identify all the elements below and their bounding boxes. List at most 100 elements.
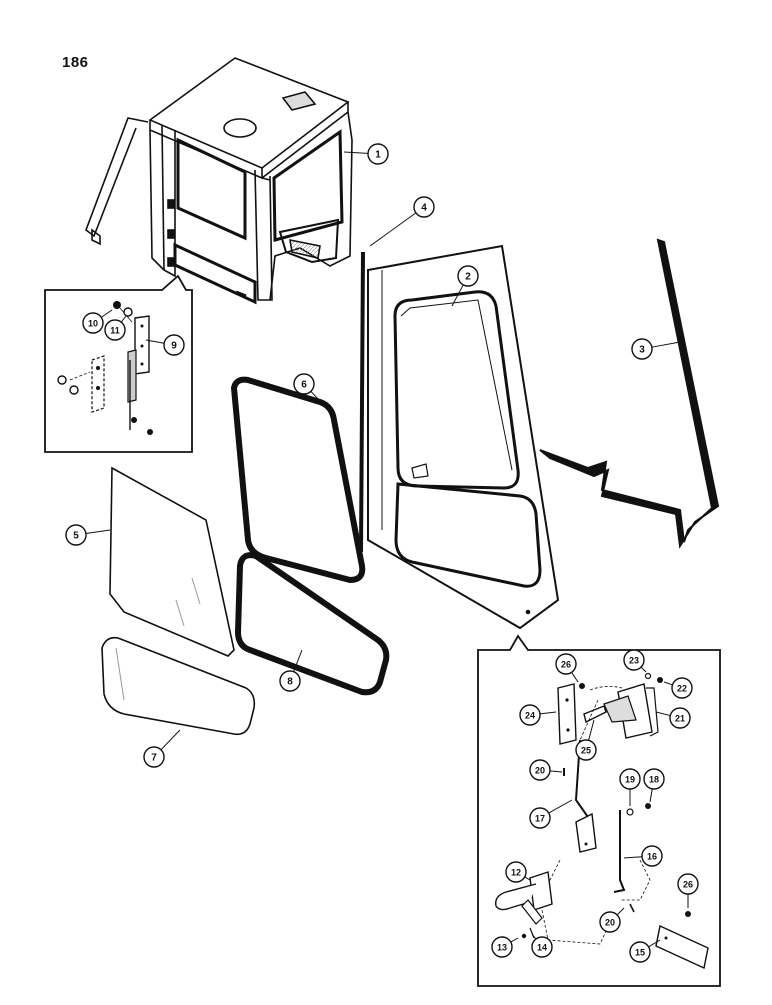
callout-number: 14	[537, 943, 547, 953]
leader-line	[663, 681, 673, 686]
callout-circle	[163, 334, 185, 356]
cab-frame	[85, 57, 353, 305]
leader-line	[510, 937, 519, 943]
leader-line	[648, 939, 661, 948]
seal-strip-4	[359, 251, 365, 553]
callout-7: 7	[143, 729, 181, 768]
callout-circle	[643, 768, 665, 790]
callout-1: 1	[343, 143, 389, 165]
callout-15: 15	[629, 939, 661, 963]
callout-22: 22	[663, 677, 693, 699]
callout-circle	[671, 677, 693, 699]
callout-18: 18	[643, 768, 665, 803]
callout-14: 14	[531, 933, 553, 958]
callout-25: 25	[575, 719, 597, 761]
callout-circle	[519, 704, 541, 726]
leader-line	[524, 876, 531, 881]
latch-detail-panel	[477, 634, 721, 987]
leader-line	[655, 711, 671, 717]
leader-line	[85, 529, 111, 535]
leader-line	[145, 339, 165, 344]
callout-circle	[619, 768, 641, 790]
callout-number: 21	[675, 714, 685, 724]
callout-number: 6	[301, 380, 307, 391]
leader-line	[571, 672, 579, 683]
callout-13: 13	[491, 936, 519, 958]
callout-number: 17	[535, 814, 545, 824]
callout-circle	[143, 746, 165, 768]
leader-line	[640, 666, 647, 673]
leader-line	[310, 390, 333, 415]
callout-number: 18	[649, 775, 659, 785]
callout-circle	[413, 196, 435, 218]
callout-23: 23	[623, 649, 647, 673]
callout-number: 24	[525, 711, 535, 721]
callout-number: 8	[287, 677, 293, 688]
callout-circle	[631, 338, 653, 360]
callout-circle	[641, 845, 663, 867]
callout-number: 11	[110, 326, 120, 336]
callout-number: 7	[151, 753, 157, 764]
callout-circle	[629, 941, 651, 963]
leader-line	[549, 770, 563, 773]
callout-number: 2	[465, 272, 471, 283]
callout-4: 4	[369, 196, 435, 247]
callout-19: 19	[619, 768, 641, 806]
callout-10: 10	[82, 309, 113, 334]
callout-number: 23	[629, 656, 639, 666]
callout-number: 20	[605, 918, 615, 928]
callout-number: 15	[635, 948, 645, 958]
callout-24: 24	[519, 704, 557, 726]
callout-circle	[529, 807, 551, 829]
callout-26: 26	[677, 873, 699, 908]
callout-9: 9	[145, 334, 185, 356]
window-seal-8	[234, 552, 390, 696]
leader-line	[539, 711, 557, 715]
leader-line	[588, 719, 595, 741]
callout-2: 2	[451, 265, 479, 307]
leader-line	[531, 933, 537, 940]
callout-circle	[279, 670, 301, 692]
callout-circle	[367, 143, 389, 165]
callout-circle	[599, 911, 621, 933]
callout-number: 16	[647, 852, 657, 862]
callout-6: 6	[293, 373, 333, 415]
callout-circle	[529, 759, 551, 781]
callout-8: 8	[279, 649, 303, 692]
callout-12: 12	[505, 861, 531, 883]
leader-line	[343, 151, 369, 154]
window-seal-6	[230, 376, 366, 584]
callout-16: 16	[623, 845, 663, 867]
callout-circle	[531, 936, 553, 958]
callout-circle	[555, 653, 577, 675]
callout-20: 20	[529, 759, 563, 781]
callout-5: 5	[65, 524, 111, 546]
glass-panel-5	[109, 466, 235, 657]
leader-line	[120, 315, 127, 323]
callout-circle	[677, 873, 699, 895]
callout-number: 1	[375, 150, 381, 161]
callout-circle	[505, 861, 527, 883]
leader-line	[623, 856, 643, 859]
callout-number: 26	[683, 880, 693, 890]
callout-3: 3	[631, 338, 681, 360]
callout-circle	[575, 739, 597, 761]
callout-number: 26	[561, 660, 571, 670]
callout-number: 5	[73, 531, 79, 542]
seal-strip-3	[539, 238, 720, 549]
callout-11: 11	[104, 315, 127, 341]
callout-number: 12	[511, 868, 521, 878]
callout-number: 10	[88, 319, 98, 329]
callout-circle	[65, 524, 87, 546]
leader-line	[651, 341, 681, 348]
leader-line	[616, 907, 625, 916]
callout-circle	[491, 936, 513, 958]
callout-number: 22	[677, 684, 687, 694]
callout-circle	[669, 707, 691, 729]
callout-number: 25	[581, 746, 591, 756]
hinge-detail-panel	[44, 274, 193, 453]
leader-line	[293, 649, 303, 672]
leader-line	[369, 212, 417, 247]
